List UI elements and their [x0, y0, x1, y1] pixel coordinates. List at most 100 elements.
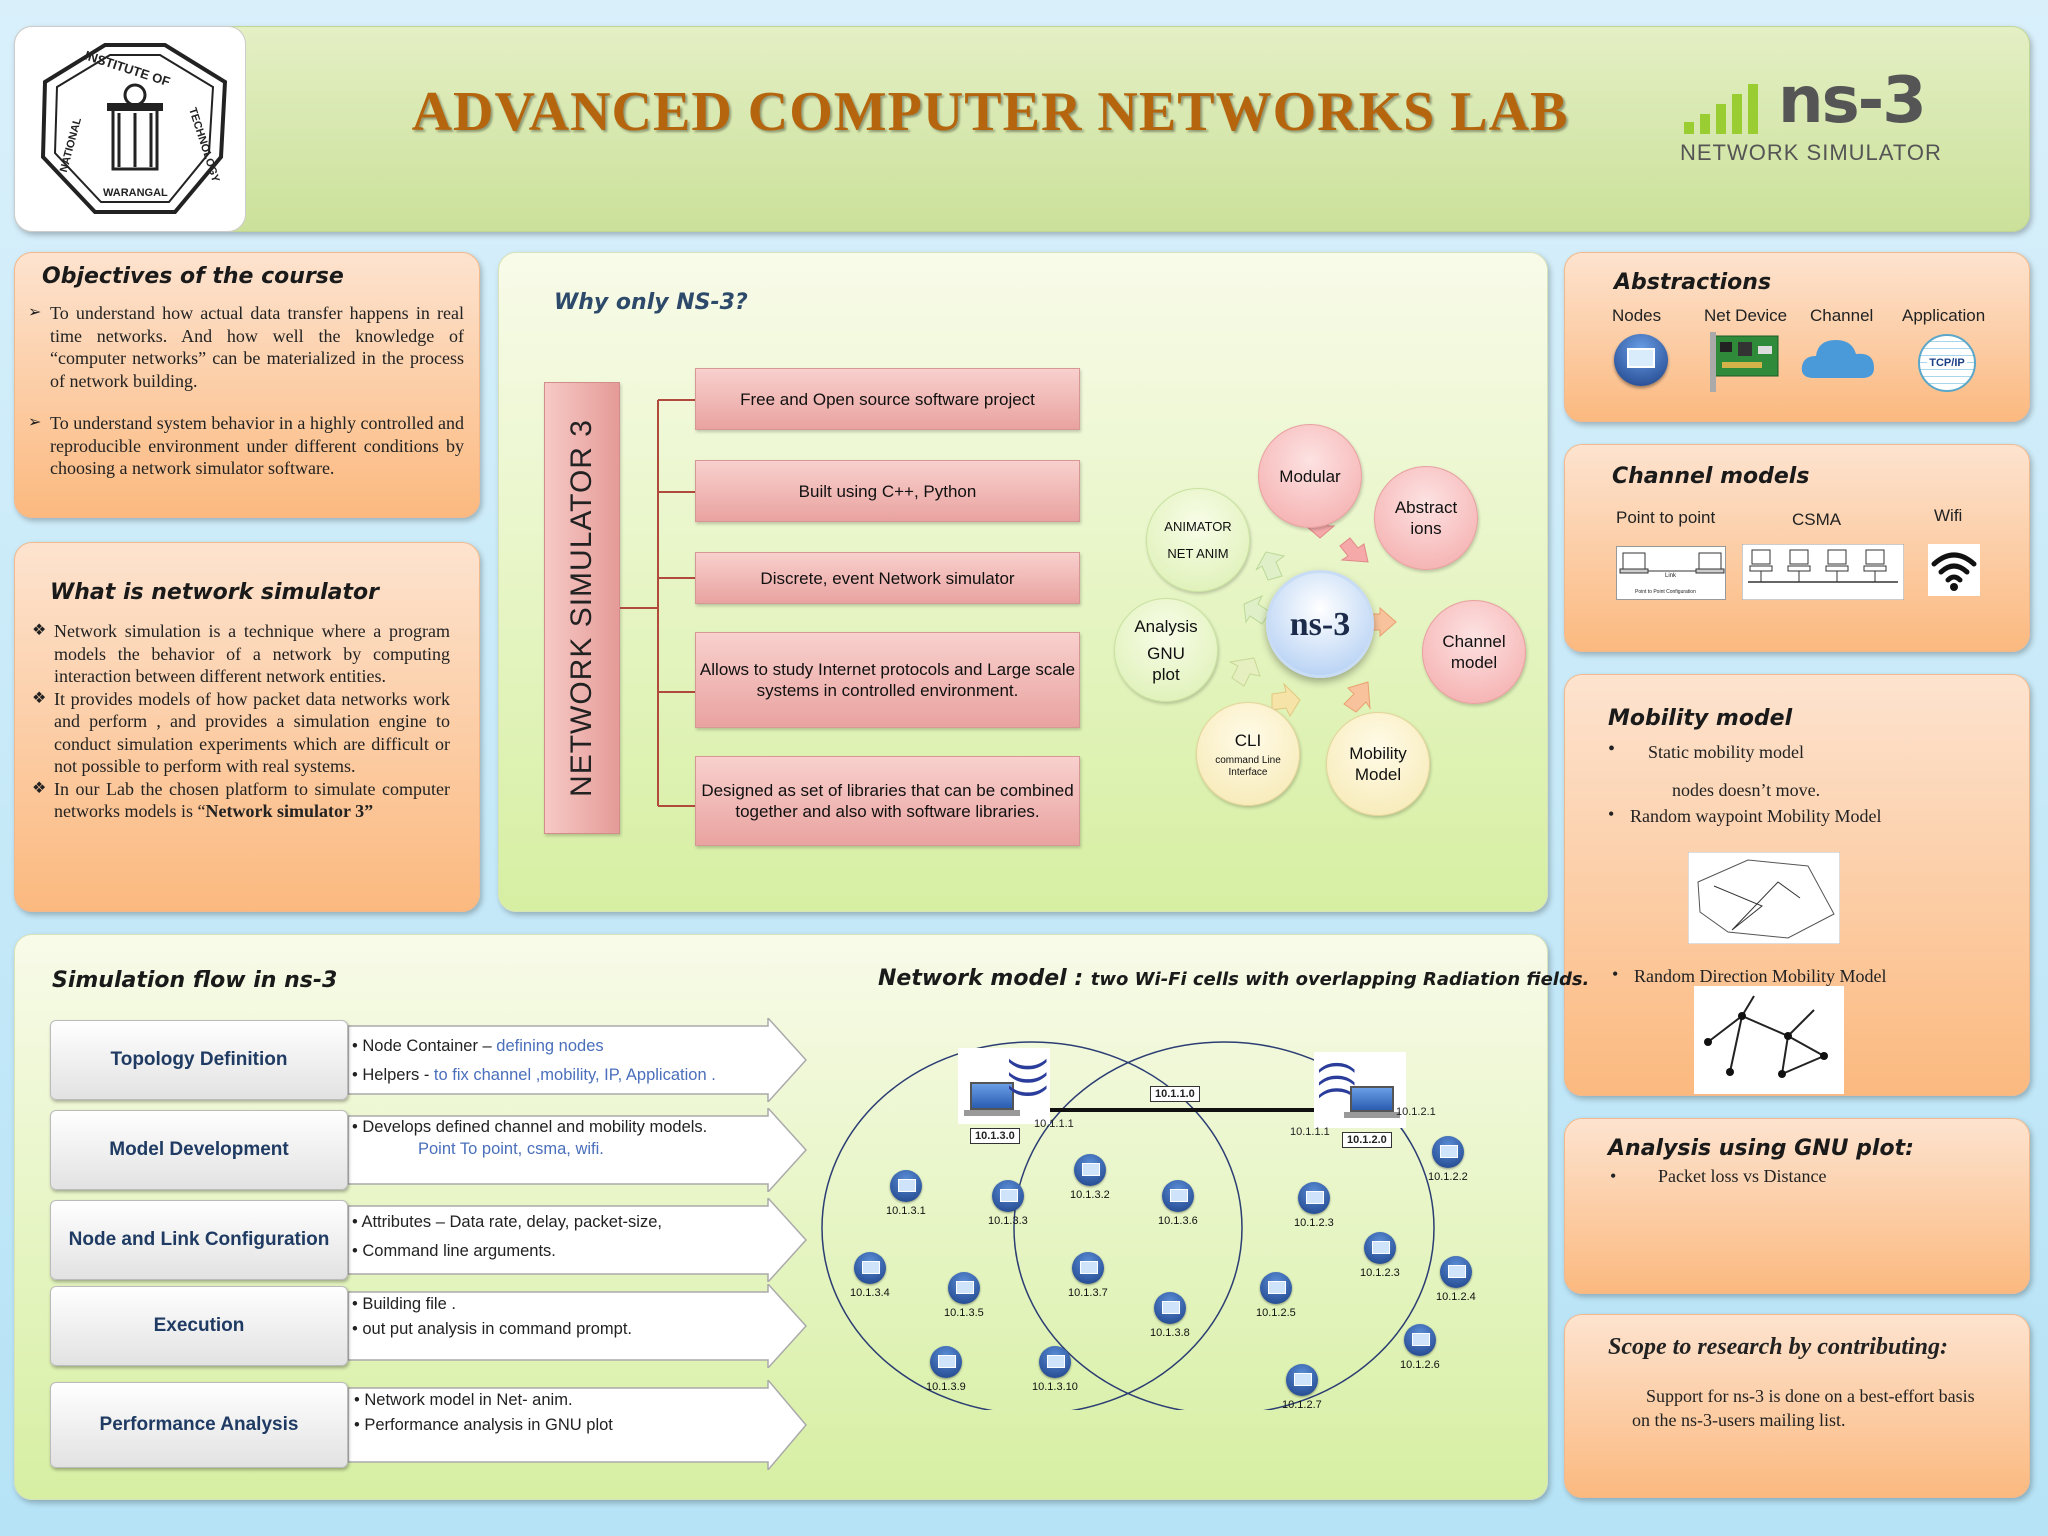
net-device-card-icon	[1710, 332, 1779, 392]
feature-connectors	[620, 399, 696, 807]
what-is-panel	[14, 542, 480, 912]
what-is-title: What is network simulator	[50, 580, 380, 605]
flow-arrow	[348, 1380, 807, 1470]
analysis-title: Analysis using GNU plot:	[1608, 1136, 1914, 1161]
mobility-waypoint: Random waypoint Mobility Model	[1630, 806, 1882, 826]
list-item: ❖Network simulation is a technique where…	[32, 621, 450, 686]
ns3-center-label: ns-3	[1289, 605, 1351, 643]
computer-node-icon	[1285, 1364, 1318, 1396]
abstraction-label-application: Application	[1902, 306, 1986, 325]
ns3-vertical-bar	[544, 382, 620, 834]
left-access-point: )))	[958, 1048, 1053, 1124]
simulation-flow-title: Simulation flow in ns-3	[52, 968, 338, 993]
right-ap-net: 10.1.2.0	[1342, 1132, 1392, 1148]
left-ap-ip: 10.1.1.1	[1034, 1118, 1074, 1130]
left-ap-net: 10.1.3.0	[970, 1128, 1020, 1144]
abstraction-label-nodes: Nodes	[1612, 306, 1662, 325]
computer-node-icon	[1161, 1180, 1194, 1212]
network-node: 10.1.3.2	[1070, 1154, 1110, 1201]
mobility-direction-bullet-icon: •	[1612, 964, 1619, 984]
abstraction-label-net-device: Net Device	[1704, 306, 1788, 325]
p2p-computers-icon	[1619, 552, 1725, 574]
network-node: 10.1.2.7	[1282, 1364, 1322, 1411]
network-node: 10.1.3.10	[1032, 1346, 1078, 1393]
tcp-ip-globe-icon: TCP/IP	[1918, 334, 1976, 392]
link-label: 10.1.1.0	[1150, 1086, 1200, 1102]
channel-label-p2p: Point to point	[1616, 508, 1716, 527]
step-node-link-configuration: Node and Link Configuration	[50, 1200, 348, 1280]
step-details: • Building file . • out put analysis in …	[352, 1295, 633, 1338]
random-waypoint-diagram	[1688, 852, 1840, 944]
objectives-panel	[14, 252, 480, 518]
ns3-logo-subtitle: NETWORK SIMULATOR	[1680, 140, 1942, 165]
network-node: 10.1.2.3	[1360, 1232, 1400, 1279]
mobility-title: Mobility model	[1608, 706, 1793, 731]
flow-arrow	[348, 1108, 808, 1192]
mobility-static-bullet-icon: •	[1608, 738, 1616, 760]
analysis-panel	[1564, 1118, 2030, 1294]
arrow-bullet-icon: ➢	[28, 414, 42, 431]
csma-diagram	[1742, 544, 1904, 600]
diamond-bullet-icon: ❖	[32, 689, 47, 707]
cycle-arrows	[1228, 511, 1397, 718]
channel-label-wifi: Wifi	[1934, 506, 1963, 525]
logo-text-bottom: WARANGAL	[103, 187, 168, 199]
right-ap-ip2: 10.1.2.1	[1396, 1106, 1436, 1118]
flow-arrow	[348, 1198, 808, 1282]
list-item: ❖It provides models of how packet data n…	[32, 688, 450, 777]
network-node: 10.1.3.9	[926, 1346, 966, 1393]
network-node: 10.1.3.3	[988, 1180, 1028, 1227]
flow-arrow	[348, 1284, 808, 1368]
ns3-logo-text: ns-3	[1778, 64, 1927, 138]
ns3-vertical-label: NETWORK SIMULATOR 3	[565, 419, 598, 797]
computer-node-icon	[1038, 1346, 1071, 1378]
feature-box: Free and Open source software project	[695, 368, 1080, 430]
step-details: • Attributes – Data rate, delay, packet-…	[352, 1213, 662, 1260]
laptop-icon	[970, 1082, 1014, 1110]
network-node: 10.1.3.7	[1068, 1252, 1108, 1299]
diamond-bullet-icon: ❖	[32, 622, 47, 639]
step-details: • Node Container – defining nodes • Help…	[352, 1037, 716, 1084]
feature-box: Built using C++, Python	[695, 460, 1080, 522]
scope-text-1: Support for ns-3 is done on a best-effor…	[1646, 1386, 1975, 1406]
flow-arrow	[348, 1018, 808, 1102]
right-ap-ip: 10.1.1.1	[1290, 1126, 1330, 1138]
network-node: 10.1.2.6	[1400, 1324, 1440, 1371]
feature-box: Designed as set of libraries that can be…	[695, 756, 1080, 846]
network-node: 10.1.3.5	[944, 1272, 984, 1319]
analysis-item: Packet loss vs Distance	[1658, 1166, 1827, 1186]
step-execution: Execution	[50, 1286, 348, 1366]
laptop-icon	[1350, 1086, 1394, 1112]
ns3-logo: ns-3 NETWORK SIMULATOR	[1680, 64, 1960, 168]
abstraction-label-channel: Channel	[1810, 306, 1874, 325]
feature-box: Discrete, event Network simulator	[695, 552, 1080, 604]
computer-node-icon	[1297, 1182, 1330, 1214]
list-item: ❖In our Lab the chosen platform to simul…	[32, 778, 450, 822]
list-item: ➢To understand how actual data transfer …	[28, 303, 464, 391]
computer-node-icon	[947, 1272, 980, 1304]
mobility-waypoint-bullet-icon: •	[1608, 804, 1615, 824]
nit-logo: INSTITUTE OF NATIONAL TECHNOLOGY WARANGA…	[14, 26, 246, 232]
list-item: ➢To understand system behavior in a high…	[28, 413, 464, 478]
network-model-title: Network model : two Wi-Fi cells with ove…	[878, 966, 1590, 991]
feature-box: Allows to study Internet protocols and L…	[695, 632, 1080, 728]
right-access-point: )))	[1313, 1052, 1406, 1128]
ns3-center-bubble: ns-3	[1266, 570, 1374, 678]
step-performance-analysis: Performance Analysis	[50, 1382, 348, 1468]
analysis-bullet-icon: •	[1610, 1166, 1617, 1186]
mobility-static: Static mobility model	[1648, 742, 1804, 762]
mobility-static-note: nodes doesn’t move.	[1672, 780, 1821, 800]
arrow-bullet-icon: ➢	[28, 304, 42, 321]
radio-waves-icon: )))	[1008, 1058, 1053, 1099]
step-details: • Network model in Net- anim. • Performa…	[354, 1391, 613, 1434]
channel-label-csma: CSMA	[1792, 510, 1842, 529]
computer-node-icon	[1153, 1292, 1186, 1324]
network-node: 10.1.3.6	[1158, 1180, 1198, 1227]
network-node: 10.1.2.3	[1294, 1182, 1334, 1229]
why-ns3-title: Why only NS-3?	[554, 290, 748, 315]
scope-text-2: on the ns-3-users mailing list.	[1632, 1410, 1846, 1430]
network-node: 10.1.3.8	[1150, 1292, 1190, 1339]
